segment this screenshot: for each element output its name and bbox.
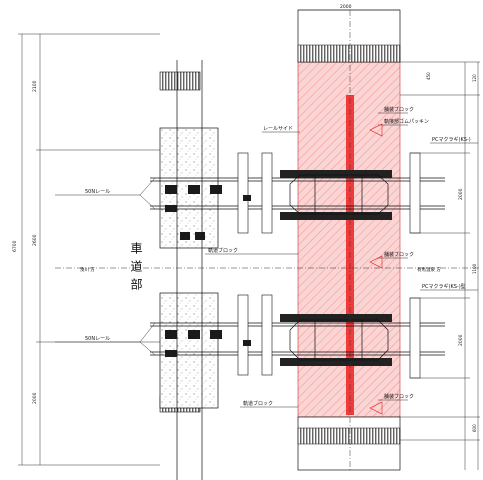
- pavement-block-bottom-label: 舗装ブロック: [384, 393, 414, 400]
- section-marks: [369, 123, 383, 415]
- rubber-packing-label: 軌接部ゴムパッキン: [384, 118, 429, 125]
- lower-section-dim: 2000: [32, 392, 38, 404]
- pavement-block-top-label: 舗装ブロック: [384, 106, 414, 113]
- track-block-bottom-label: 軌道ブロック: [243, 400, 273, 407]
- top-width-dim: 2000: [340, 4, 352, 10]
- lower-track: [150, 314, 445, 366]
- right-small-dim-4: 600: [472, 424, 477, 432]
- pavement-block-mid-label: 舗装ブロック: [384, 251, 414, 258]
- direction-left-label: 湊川 方: [80, 266, 95, 273]
- right-upper-dim: 2000: [458, 188, 464, 200]
- rail-50n-bottom-label: 50Nレール: [85, 336, 110, 342]
- direction-right-label: 有馬温泉 方: [417, 266, 441, 273]
- roadway-part-label: 車道部: [129, 242, 143, 296]
- right-small-dim-2: 450: [426, 72, 431, 80]
- right-small-dim-1: 120: [472, 74, 477, 82]
- right-small-dim-3: 1100: [472, 263, 477, 274]
- overall-height-dim: 6700: [12, 240, 18, 252]
- rail-fasteners: [165, 185, 251, 357]
- right-dimension-chain: [400, 61, 480, 470]
- pc-sleeper-top-label: PCマクラギ(KS-): [432, 137, 471, 143]
- rail-50n-top-label: 50Nレール: [85, 189, 110, 195]
- right-lower-dim: 2000: [458, 334, 464, 346]
- upper-section-dim: 2100: [32, 80, 38, 92]
- upper-track: [150, 170, 445, 220]
- track-block-mid-label: 軌道ブロック: [208, 247, 238, 254]
- pc-sleeper-bottom-label: PCマクラギ(KS-)型: [422, 283, 466, 290]
- rail-side-label: レールサイド: [263, 126, 293, 132]
- middle-section-dim: 2600: [32, 234, 38, 246]
